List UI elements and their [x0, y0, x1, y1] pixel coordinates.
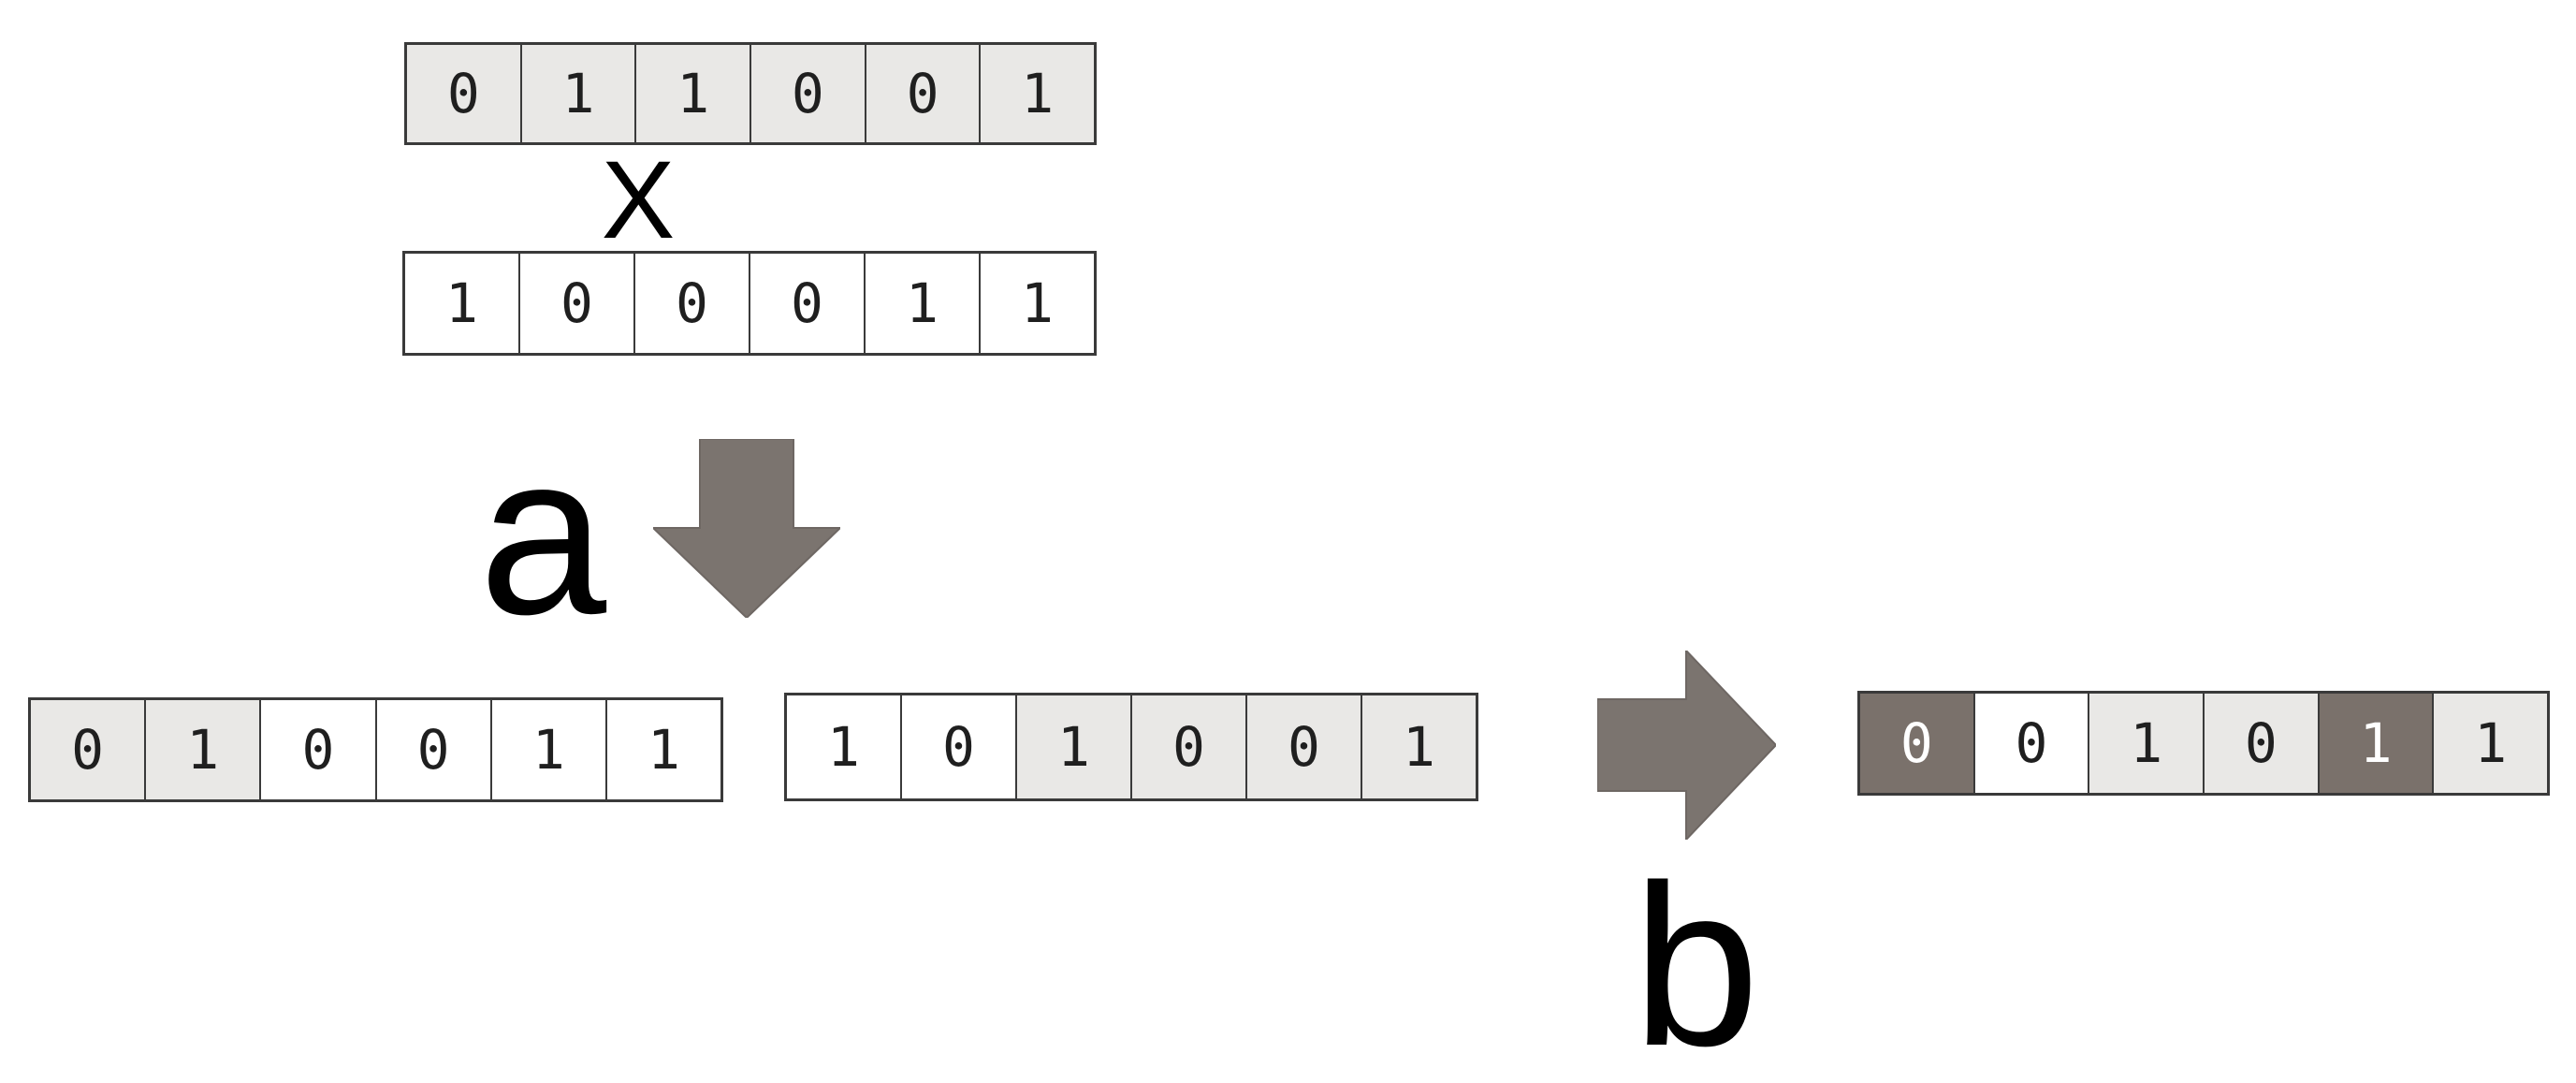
- crossover-x-label: X: [601, 139, 676, 262]
- bit-cell: 1: [489, 700, 605, 799]
- bit-cell: 1: [2317, 694, 2433, 793]
- bit-cell: 0: [633, 254, 749, 353]
- child2-bitstring-row: 1 0 1 0 0 1: [784, 693, 1478, 801]
- bit-cell: 0: [1130, 695, 1245, 798]
- bit-cell: 0: [1972, 694, 2088, 793]
- bit-cell: 1: [1361, 695, 1476, 798]
- bit-cell: 0: [374, 700, 490, 799]
- bit-cell: 0: [864, 45, 980, 142]
- bit-cell: 1: [144, 700, 260, 799]
- down-arrow-icon: [653, 439, 840, 618]
- bit-cell: 1: [787, 695, 900, 798]
- bit-cell: 1: [979, 254, 1094, 353]
- bit-cell: 1: [2432, 694, 2548, 793]
- right-arrow-icon: [1597, 651, 1776, 840]
- bit-cell: 0: [259, 700, 375, 799]
- bit-cell: 0: [900, 695, 1015, 798]
- bit-cell: 1: [634, 45, 750, 142]
- bit-cell: 1: [604, 700, 721, 799]
- parent1-bitstring-row: 0 1 1 0 0 1: [404, 42, 1097, 145]
- bit-cell: 1: [405, 254, 518, 353]
- bit-cell: 0: [31, 700, 145, 799]
- bit-cell: 0: [1245, 695, 1361, 798]
- bit-cell: 0: [1860, 694, 1973, 793]
- bit-cell: 0: [518, 254, 633, 353]
- parent2-bitstring-row: 1 0 0 0 1 1: [402, 251, 1097, 356]
- bit-cell: 1: [2088, 694, 2204, 793]
- bit-cell: 0: [2203, 694, 2318, 793]
- bit-cell: 0: [407, 45, 520, 142]
- step-b-label: b: [1632, 836, 1760, 1083]
- bit-cell: 1: [979, 45, 1095, 142]
- bit-cell: 1: [864, 254, 979, 353]
- step-a-label: a: [478, 404, 607, 662]
- bit-cell: 1: [519, 45, 635, 142]
- bit-cell: 0: [749, 254, 864, 353]
- bit-cell: 1: [1015, 695, 1130, 798]
- bit-cell: 0: [750, 45, 865, 142]
- mutated-bitstring-row: 0 0 1 0 1 1: [1857, 691, 2550, 796]
- child1-bitstring-row: 0 1 0 0 1 1: [28, 697, 723, 802]
